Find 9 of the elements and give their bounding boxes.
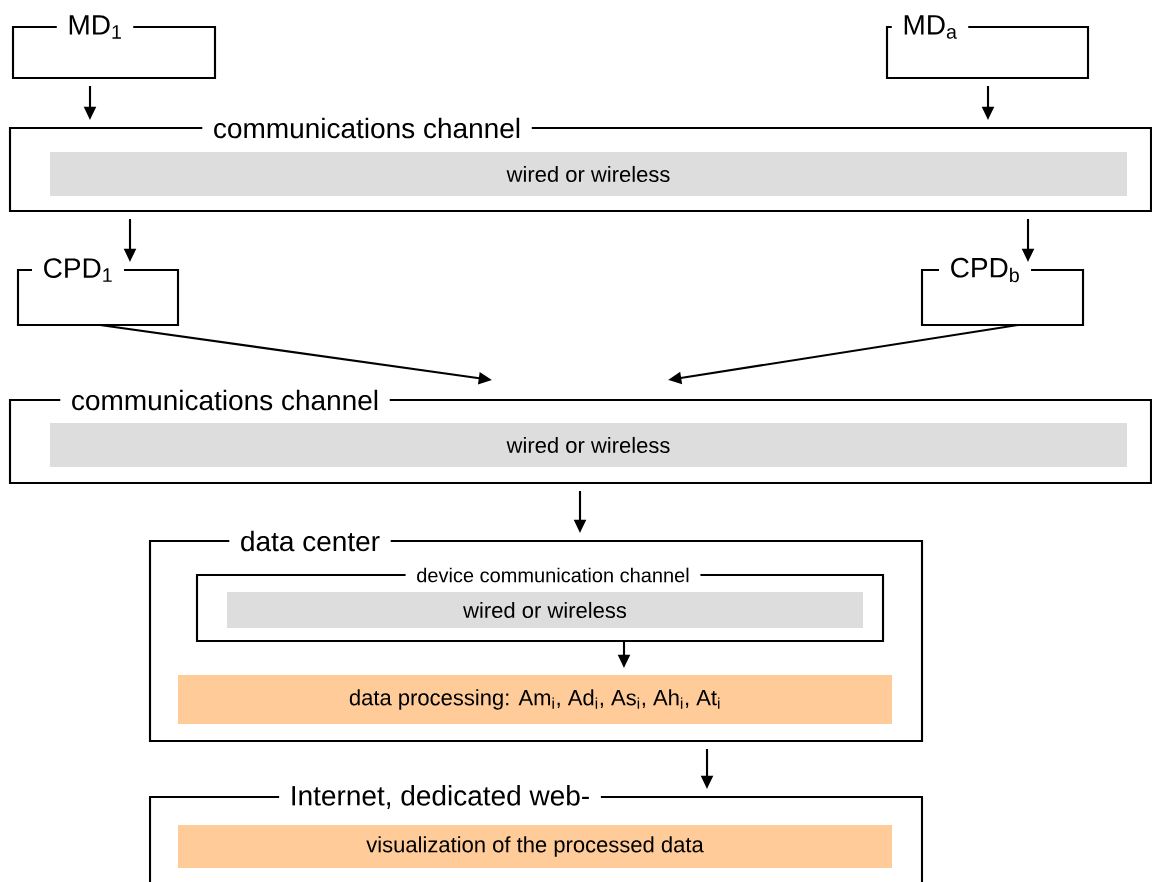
processing-bar: data processing: Am$_{i}$, Ad$_{i}$, As$_{i}$, Ah$_{i}$, At$_{i}$: [178, 675, 892, 724]
channel-box: MD$_{a}$: [885, 13, 1090, 80]
channel-box: CPD$_{1}$: [16, 256, 180, 327]
medium-bar: wired or wireless: [227, 592, 863, 628]
channel-box: CPD$_{b}$: [920, 256, 1085, 327]
medium-bar: wired or wireless: [50, 423, 1127, 467]
medium-bar: wired or wireless: [50, 152, 1127, 196]
channel-box: MD$_{1}$: [11, 13, 217, 80]
processing-bar: visualization of the processed data: [178, 825, 892, 868]
